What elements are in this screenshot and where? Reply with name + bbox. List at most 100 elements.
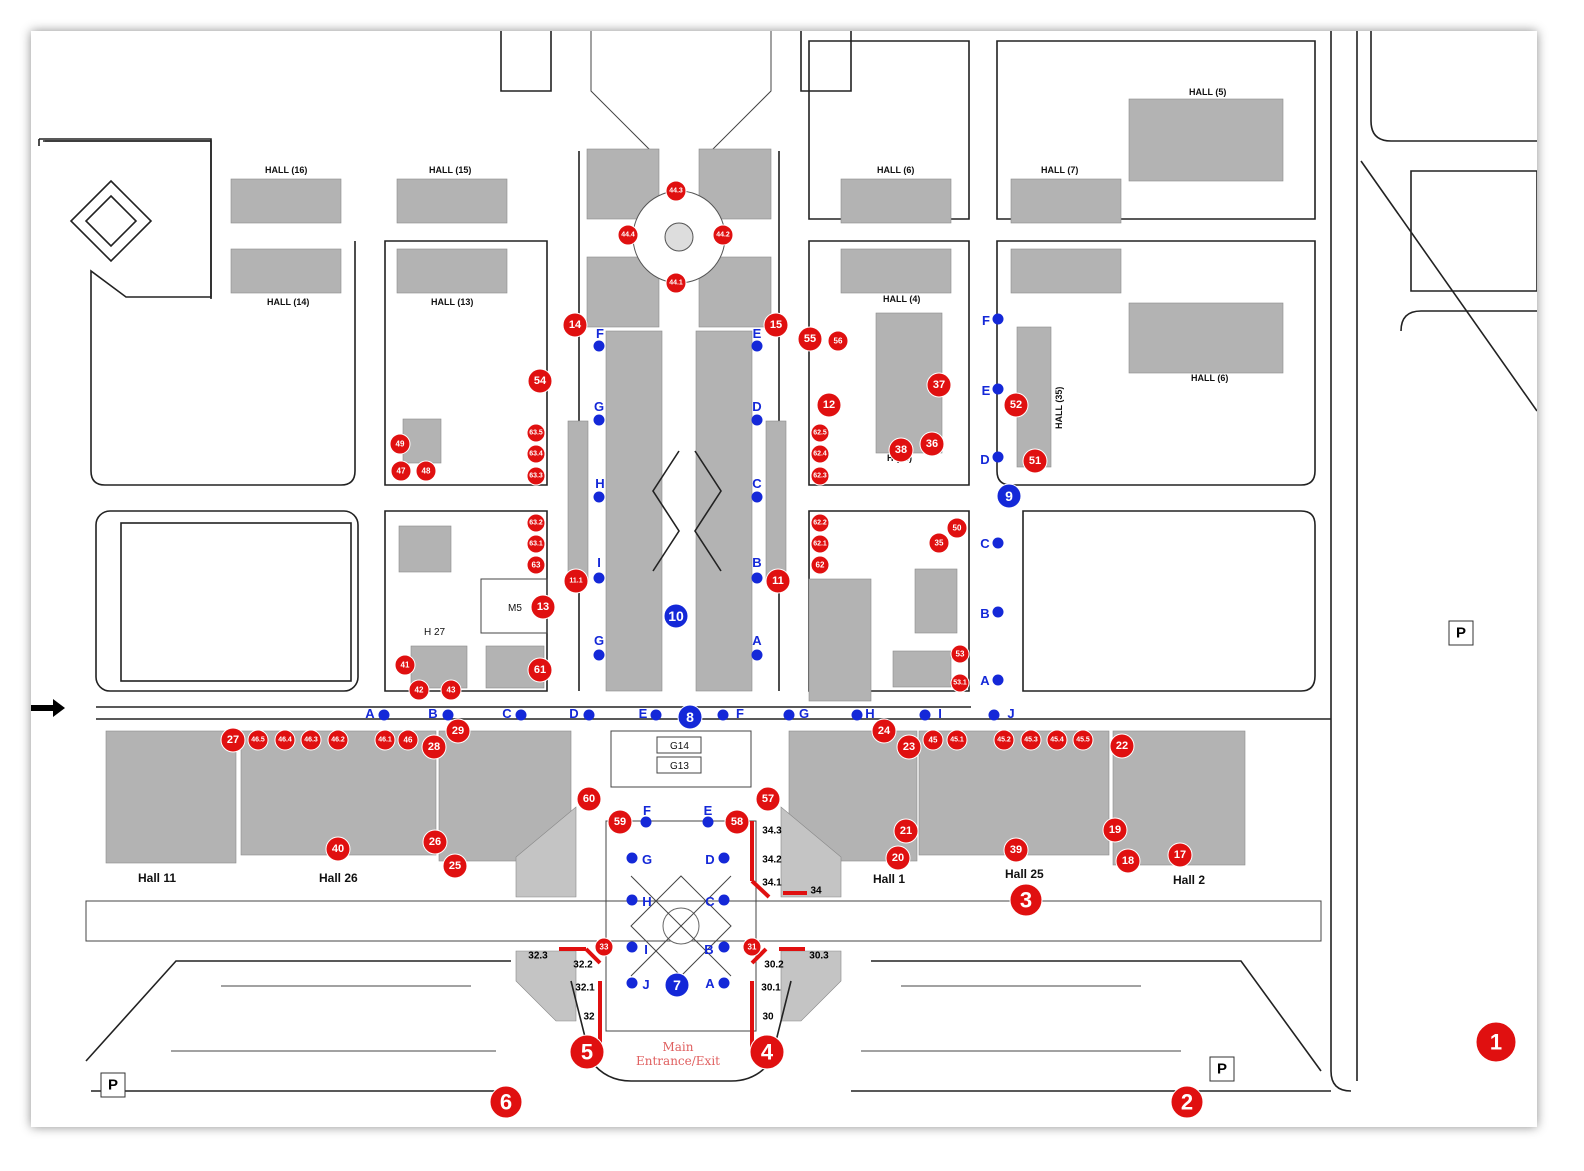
poi-marker[interactable]: 34	[810, 886, 822, 897]
poi-marker[interactable]: 25	[442, 853, 468, 879]
gate-marker[interactable]: B	[704, 941, 730, 958]
poi-marker[interactable]: 40	[325, 836, 351, 862]
poi-marker[interactable]: 63	[526, 555, 546, 575]
gate-marker[interactable]: E	[982, 383, 1004, 398]
gate-marker[interactable]: D	[569, 706, 595, 721]
gate-marker[interactable]: B	[751, 555, 763, 584]
gate-marker[interactable]: J	[988, 706, 1015, 721]
gate-marker[interactable]: F	[640, 803, 652, 828]
poi-marker[interactable]: 53	[950, 644, 970, 664]
poi-marker[interactable]: 43	[440, 679, 462, 701]
poi-marker[interactable]: 45.4	[1046, 729, 1068, 751]
poi-marker[interactable]: 47	[390, 460, 412, 482]
poi-marker[interactable]: 32.2	[573, 960, 593, 971]
gate-marker[interactable]: A	[980, 673, 1004, 688]
poi-marker[interactable]: 59	[607, 809, 633, 835]
poi-marker[interactable]: 41	[394, 654, 416, 676]
gate-marker[interactable]: F	[982, 313, 1004, 328]
gate-marker[interactable]: I	[593, 555, 605, 584]
gate-marker[interactable]: A	[365, 706, 390, 721]
poi-marker[interactable]: 38	[888, 437, 914, 463]
gate-marker[interactable]: E	[639, 706, 662, 721]
poi-marker[interactable]: 30.2	[764, 960, 784, 971]
gate-marker[interactable]: E	[751, 326, 763, 352]
poi-marker[interactable]: 20	[885, 845, 911, 871]
poi-marker[interactable]: 1	[1475, 1021, 1517, 1063]
gate-marker[interactable]: D	[751, 399, 763, 426]
gate-marker[interactable]: B	[428, 706, 454, 721]
poi-marker[interactable]: 15	[763, 312, 789, 338]
gate-marker[interactable]: I	[919, 706, 942, 721]
poi-marker[interactable]: 46.4	[274, 729, 296, 751]
poi-marker[interactable]: 45.1	[946, 729, 968, 751]
gate-marker[interactable]: I	[626, 941, 648, 958]
poi-marker[interactable]: 32	[583, 1012, 595, 1023]
poi-marker[interactable]: 33	[594, 937, 614, 957]
poi-marker[interactable]: 23	[896, 734, 922, 760]
poi-marker[interactable]: 52	[1003, 392, 1029, 418]
poi-marker[interactable]: 24	[871, 718, 897, 744]
gate-marker[interactable]: D	[705, 852, 730, 867]
poi-marker[interactable]: 11.1	[563, 568, 589, 594]
poi-marker[interactable]: 62.2	[810, 513, 830, 533]
poi-marker[interactable]: 44.1	[665, 272, 687, 294]
poi-marker[interactable]: 17	[1167, 842, 1193, 868]
poi-marker[interactable]: 34.3	[762, 826, 782, 837]
poi-marker[interactable]: 44.3	[665, 180, 687, 202]
poi-marker[interactable]: 45.2	[993, 729, 1015, 751]
poi-marker[interactable]: 49	[389, 433, 411, 455]
poi-marker[interactable]: 35	[928, 532, 950, 554]
poi-marker[interactable]: 61	[527, 657, 553, 683]
poi-marker[interactable]: 62.3	[810, 466, 830, 486]
poi-marker[interactable]: 63.4	[526, 444, 546, 464]
poi-marker[interactable]: 5	[569, 1034, 605, 1070]
zone-marker[interactable]: 8	[677, 704, 703, 730]
poi-marker[interactable]: 27	[220, 727, 246, 753]
poi-marker[interactable]: 62.5	[810, 423, 830, 443]
poi-marker[interactable]: 62.1	[810, 534, 830, 554]
poi-marker[interactable]: 31	[742, 937, 762, 957]
poi-marker[interactable]: 6	[489, 1085, 523, 1119]
poi-marker[interactable]: 58	[724, 809, 750, 835]
poi-marker[interactable]: 28	[421, 734, 447, 760]
zone-marker[interactable]: 7	[664, 972, 690, 998]
poi-marker[interactable]: 57	[755, 786, 781, 812]
poi-marker[interactable]: 30.3	[809, 951, 829, 962]
poi-marker[interactable]: 34.2	[762, 855, 782, 866]
gate-marker[interactable]: C	[980, 536, 1004, 551]
poi-marker[interactable]: 32.1	[575, 983, 595, 994]
gate-marker[interactable]: A	[705, 976, 730, 991]
poi-marker[interactable]: 46.5	[247, 729, 269, 751]
poi-marker[interactable]: 30.1	[761, 983, 781, 994]
gate-marker[interactable]: F	[593, 326, 605, 352]
poi-marker[interactable]: 12	[816, 392, 842, 418]
poi-marker[interactable]: 63.3	[526, 466, 546, 486]
gate-marker[interactable]: H	[593, 476, 605, 503]
gate-marker[interactable]: A	[751, 633, 763, 661]
poi-marker[interactable]: 46.2	[327, 729, 349, 751]
poi-marker[interactable]: 46	[397, 729, 419, 751]
gate-marker[interactable]: C	[751, 476, 763, 503]
gate-marker[interactable]: H	[626, 894, 652, 909]
poi-marker[interactable]: 39	[1003, 837, 1029, 863]
gate-marker[interactable]: D	[980, 451, 1004, 468]
poi-marker[interactable]: 34.1	[762, 878, 782, 889]
poi-marker[interactable]: 2	[1170, 1085, 1204, 1119]
poi-marker[interactable]: 21	[893, 818, 919, 844]
gate-marker[interactable]: H	[851, 706, 875, 721]
poi-marker[interactable]: 62	[810, 555, 830, 575]
poi-marker[interactable]: 30	[762, 1012, 774, 1023]
gate-marker[interactable]: C	[502, 706, 527, 721]
zone-marker[interactable]: 10	[663, 603, 689, 629]
poi-marker[interactable]: 46.1	[374, 729, 396, 751]
poi-marker[interactable]: 63.5	[526, 423, 546, 443]
poi-marker[interactable]: 19	[1102, 817, 1128, 843]
zone-marker[interactable]: 9	[996, 483, 1022, 509]
poi-marker[interactable]: 32.3	[528, 951, 548, 962]
poi-marker[interactable]: 44.2	[712, 224, 734, 246]
poi-marker[interactable]: 62.4	[810, 444, 830, 464]
poi-marker[interactable]: 44.4	[617, 224, 639, 246]
poi-marker[interactable]: 45.3	[1020, 729, 1042, 751]
poi-marker[interactable]: 42	[408, 679, 430, 701]
gate-marker[interactable]: F	[717, 706, 745, 721]
